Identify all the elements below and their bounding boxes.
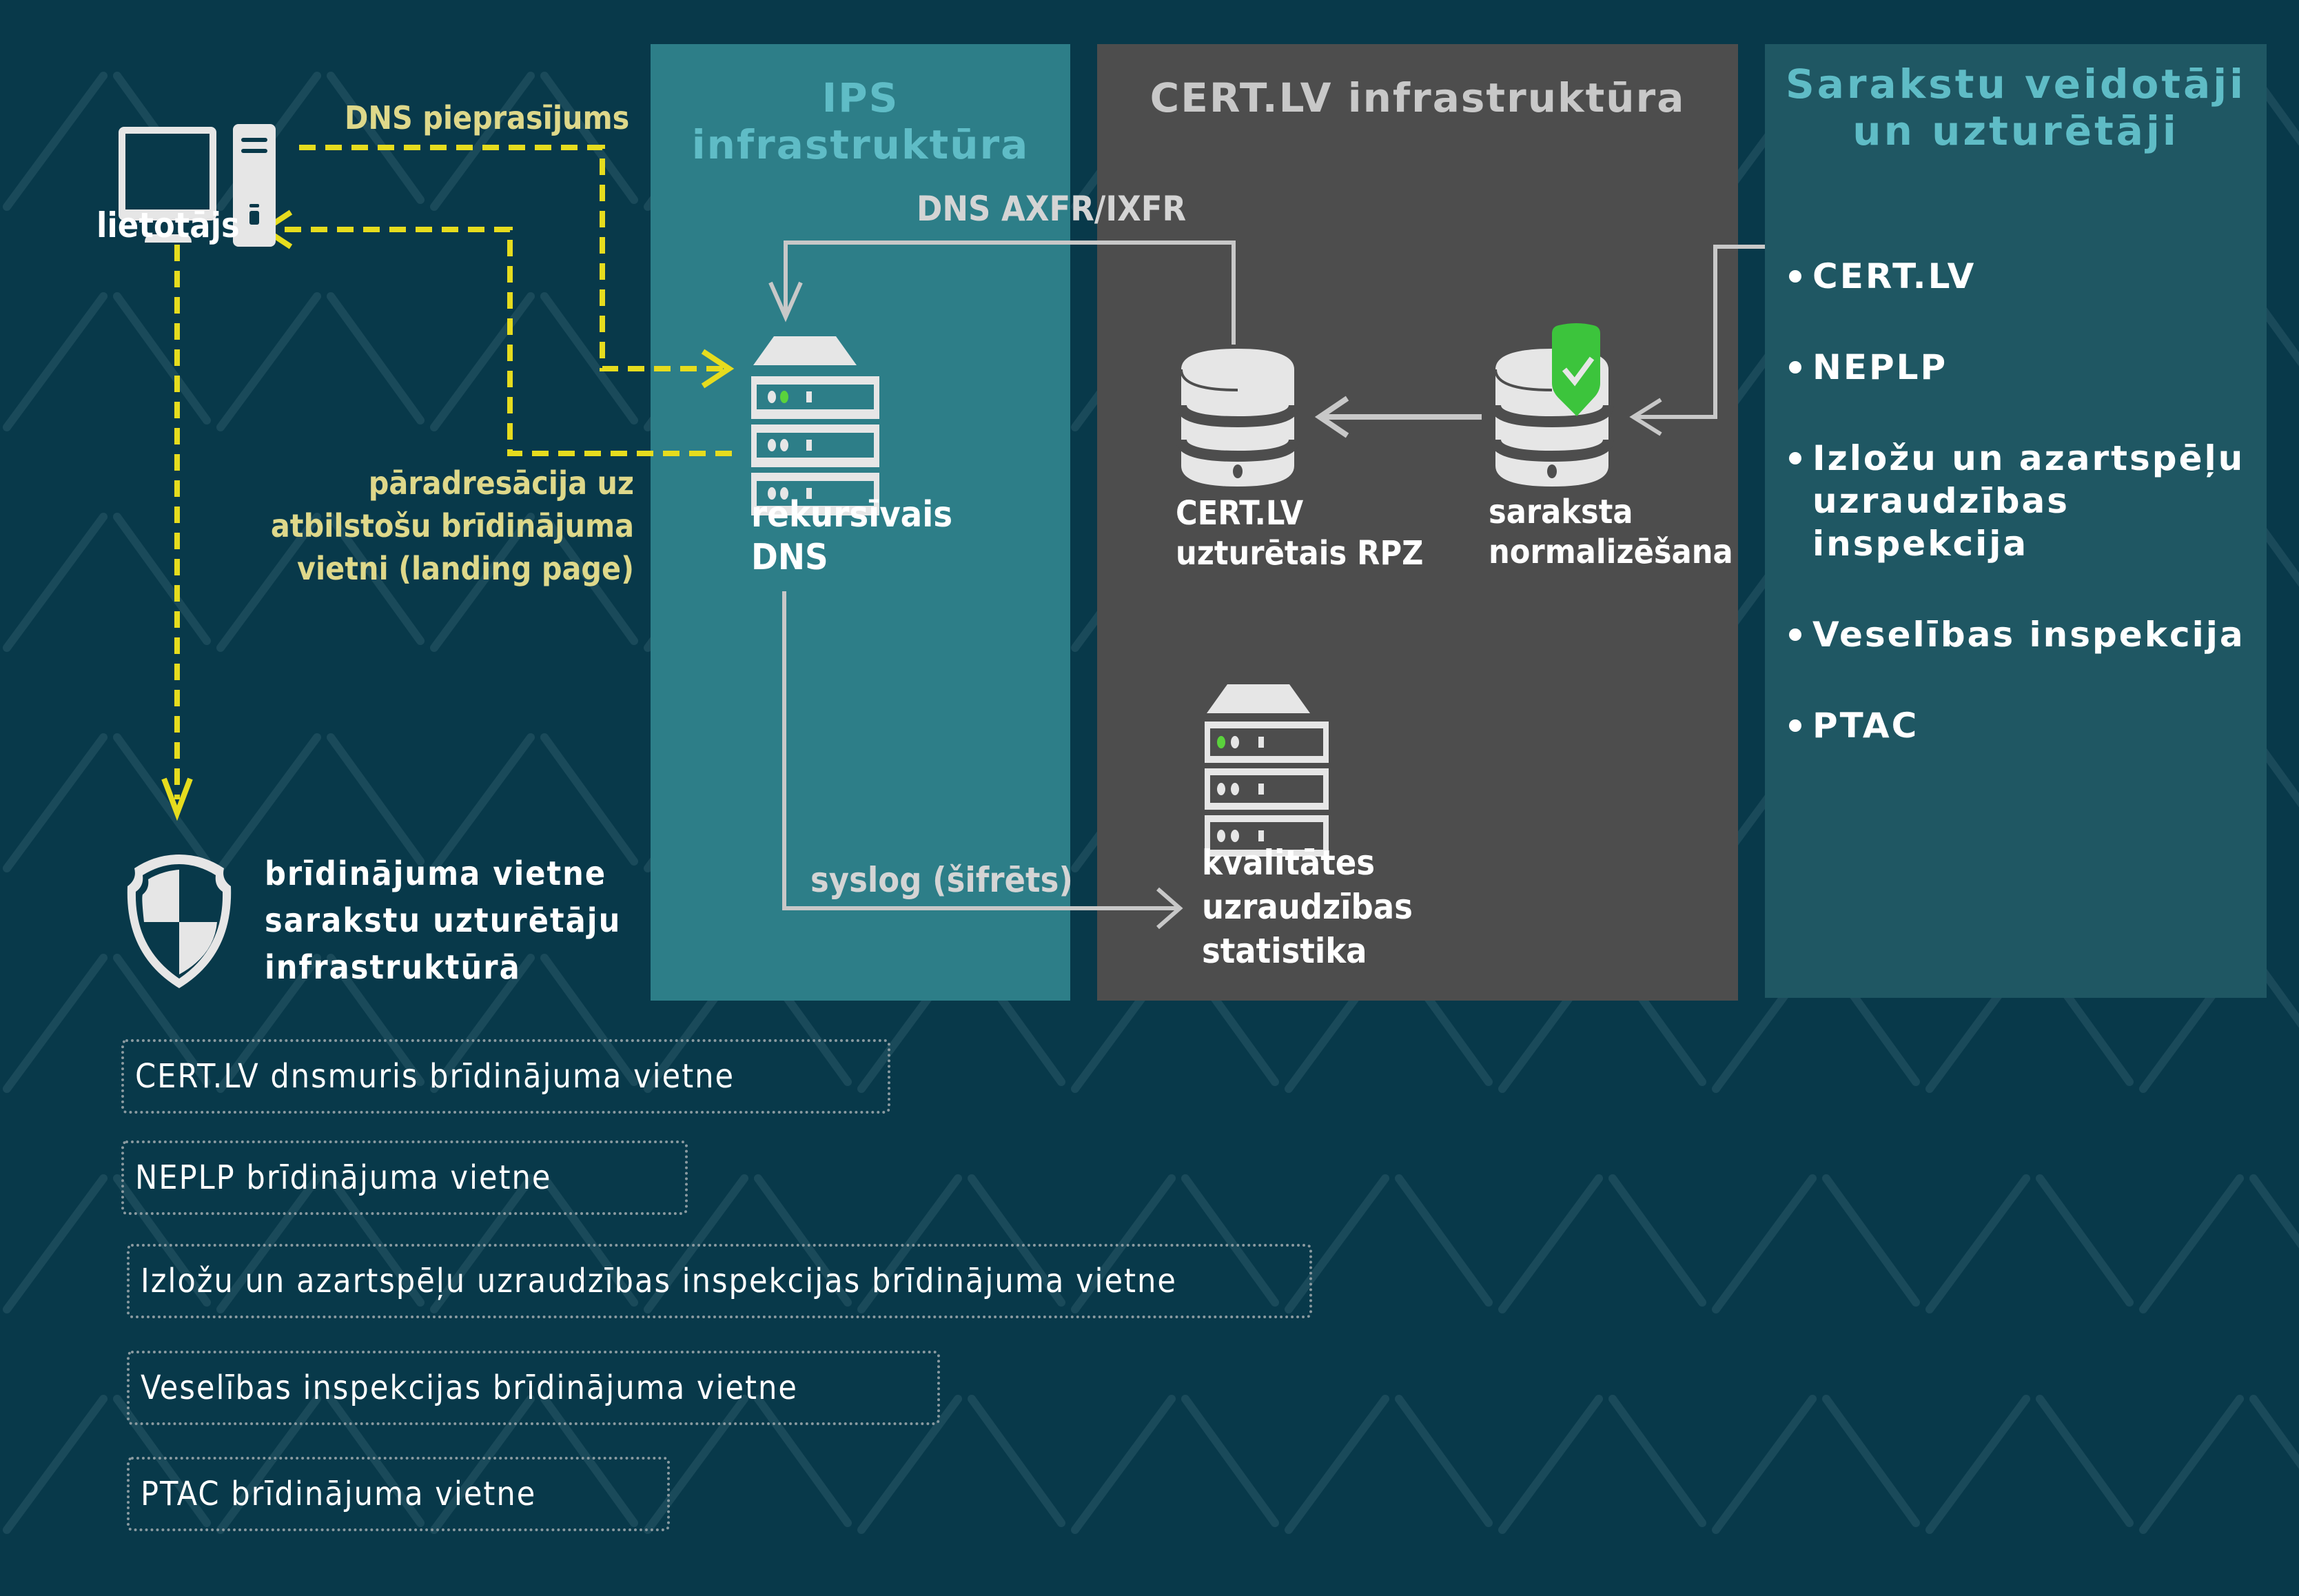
stats-label: kvalitātes uzraudzības statistika <box>1202 841 1413 973</box>
redirect-label-line-2: atbilstošu brīdinājuma <box>270 507 634 544</box>
list-makers: CERT.LV NEPLP Izložu un azartspēļu uzrau… <box>1785 255 2254 795</box>
landing-page-box: Veselības inspekcijas brīdinājuma vietne <box>127 1351 940 1425</box>
stats-label-line-1: kvalitātes <box>1202 843 1376 883</box>
stats-label-line-2: uzraudzības <box>1202 887 1413 927</box>
server-rack-icon <box>751 336 879 515</box>
list-item: NEPLP <box>1785 346 2254 389</box>
ips-panel-title: IPS infrastruktūra <box>691 74 1030 168</box>
desktop-computer-icon <box>119 124 276 247</box>
redirect-label-line-1: pāradresācija uz <box>368 464 634 502</box>
zone-transfer-label: DNS AXFR/IXFR <box>917 189 1187 229</box>
warning-site-label: brīdinājuma vietne sarakstu uzturētāju i… <box>265 850 621 991</box>
redirect-label-line-3: vietni (landing page) <box>297 550 634 587</box>
lists-panel <box>1765 44 2267 998</box>
recursive-dns-label-line-1: rekursīvais <box>751 494 953 535</box>
database-shield-check-icon <box>1490 323 1614 487</box>
landing-page-box: Izložu un azartspēļu uzraudzības inspekc… <box>127 1244 1312 1318</box>
warning-site-label-line-3: infrastruktūrā <box>265 948 521 987</box>
rpz-label-line-2: uzturētais RPZ <box>1176 534 1424 573</box>
shield-icon <box>127 855 232 988</box>
normalize-label-line-2: normalizēšana <box>1489 533 1733 571</box>
lists-panel-title: Sarakstu veidotāji un uzturētāji <box>1765 61 2267 154</box>
list-item: Veselības inspekcija <box>1785 613 2254 656</box>
server-rack-icon <box>1205 684 1329 857</box>
dns-request-arrowhead <box>701 349 735 389</box>
dns-request-label: DNS pieprasījums <box>345 99 630 136</box>
rpz-label: CERT.LV uzturētais RPZ <box>1176 493 1423 573</box>
axfr-line <box>784 241 1236 345</box>
list-item: CERT.LV <box>1785 255 2254 298</box>
dns-request-line <box>299 145 727 371</box>
normalize-label-line-1: saraksta <box>1489 493 1633 531</box>
warning-site-label-line-2: sarakstu uzturētāju <box>265 901 622 940</box>
lists-to-normalize-arrowhead <box>1629 398 1662 436</box>
lists-to-normalize-line <box>1635 245 1765 419</box>
stats-label-line-3: statistika <box>1202 931 1367 971</box>
recursive-dns-label-line-2: DNS <box>751 537 828 578</box>
syslog-arrowhead <box>1156 887 1183 930</box>
list-item: PTAC <box>1785 704 2254 747</box>
lists-title-line-1: Sarakstu veidotāji <box>1786 61 2246 108</box>
axfr-arrowhead <box>768 281 803 323</box>
cert-panel-title: CERT.LV infrastruktūra <box>1150 74 1686 121</box>
warning-arrowhead <box>161 777 193 821</box>
cert-panel <box>1097 44 1738 1001</box>
redirect-label: pāradresācija uz atbilstošu brīdinājuma … <box>262 462 634 590</box>
syslog-line <box>782 591 1177 910</box>
warning-site-label-line-1: brīdinājuma vietne <box>265 855 607 893</box>
landing-page-box: CERT.LV dnsmuris brīdinājuma vietne <box>121 1039 890 1114</box>
lists-title-line-2: un uzturētāji <box>1852 108 2179 154</box>
landing-page-box: NEPLP brīdinājuma vietne <box>121 1140 688 1215</box>
list-item: Izložu un azartspēļu uzraudzības inspekc… <box>1785 437 2254 565</box>
recursive-dns-label: rekursīvais DNS <box>751 493 952 579</box>
ips-panel <box>651 44 1070 1001</box>
normalize-label: saraksta normalizēšana <box>1489 492 1733 572</box>
syslog-label: syslog (šifrēts) <box>810 860 1073 900</box>
rpz-label-line-1: CERT.LV <box>1176 494 1304 533</box>
redirect-line <box>269 227 732 456</box>
user-label: lietotājs <box>96 205 240 245</box>
normalize-to-rpz-arrowhead <box>1314 396 1349 438</box>
database-icon <box>1176 349 1300 487</box>
landing-page-box: PTAC brīdinājuma vietne <box>127 1457 670 1531</box>
